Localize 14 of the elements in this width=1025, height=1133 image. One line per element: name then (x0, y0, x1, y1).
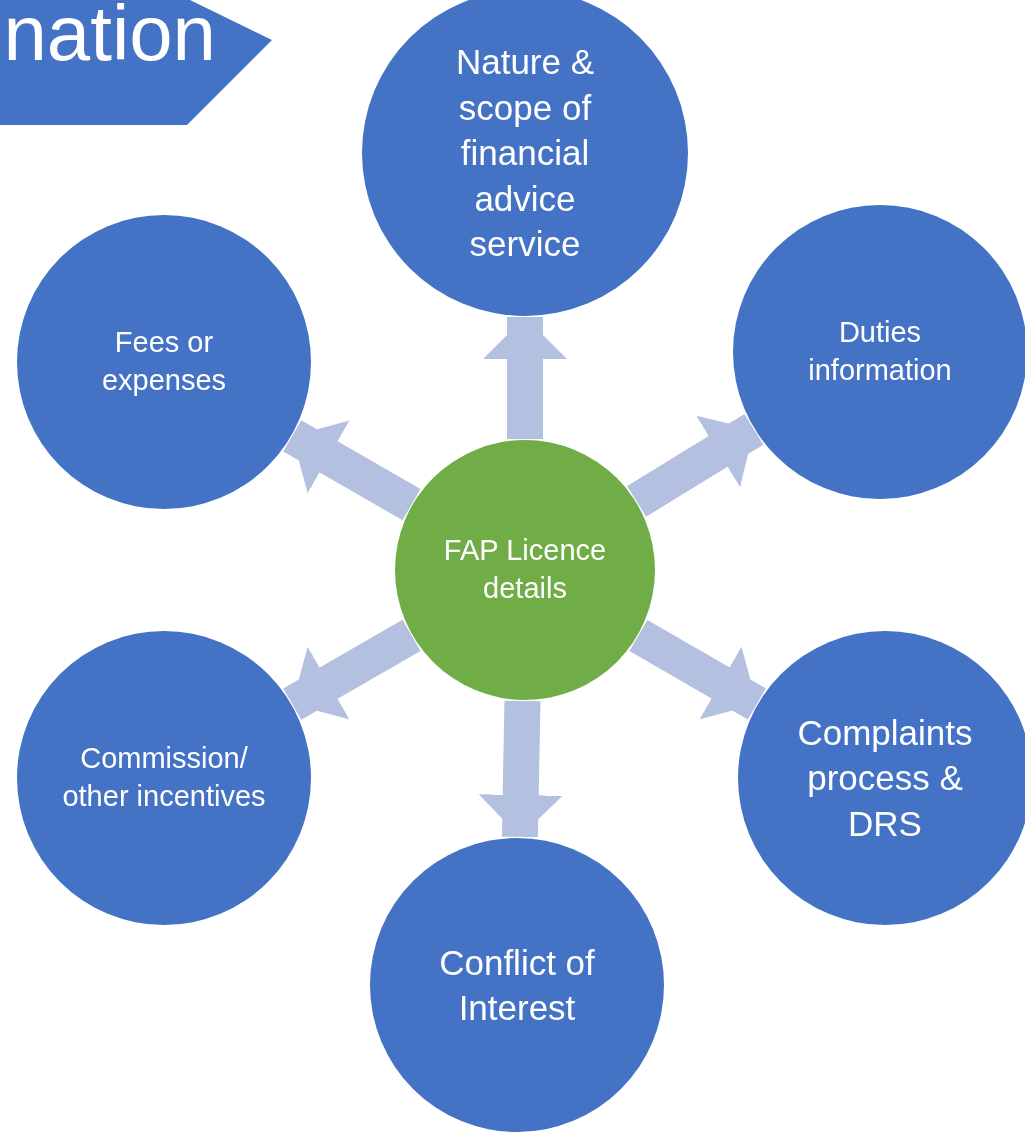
circle-label: Conflict of Interest (438, 941, 596, 1029)
circle-label: Commission/ other incentives (61, 741, 267, 814)
title-text: nation (3, 0, 216, 72)
circle-label: Complaints process & DRS (796, 711, 974, 845)
block-arrow (283, 420, 421, 521)
circle-label: Fees or expenses (100, 325, 228, 398)
block-arrow (478, 700, 563, 838)
circle-label: FAP Licence details (442, 533, 608, 606)
block-arrow (627, 414, 764, 517)
block-arrow (283, 619, 421, 720)
circle-label: Duties information (807, 315, 953, 388)
circle-label: Nature & scope of financial advice service (454, 41, 596, 266)
block-arrow (629, 619, 766, 720)
block-arrow (483, 317, 567, 439)
